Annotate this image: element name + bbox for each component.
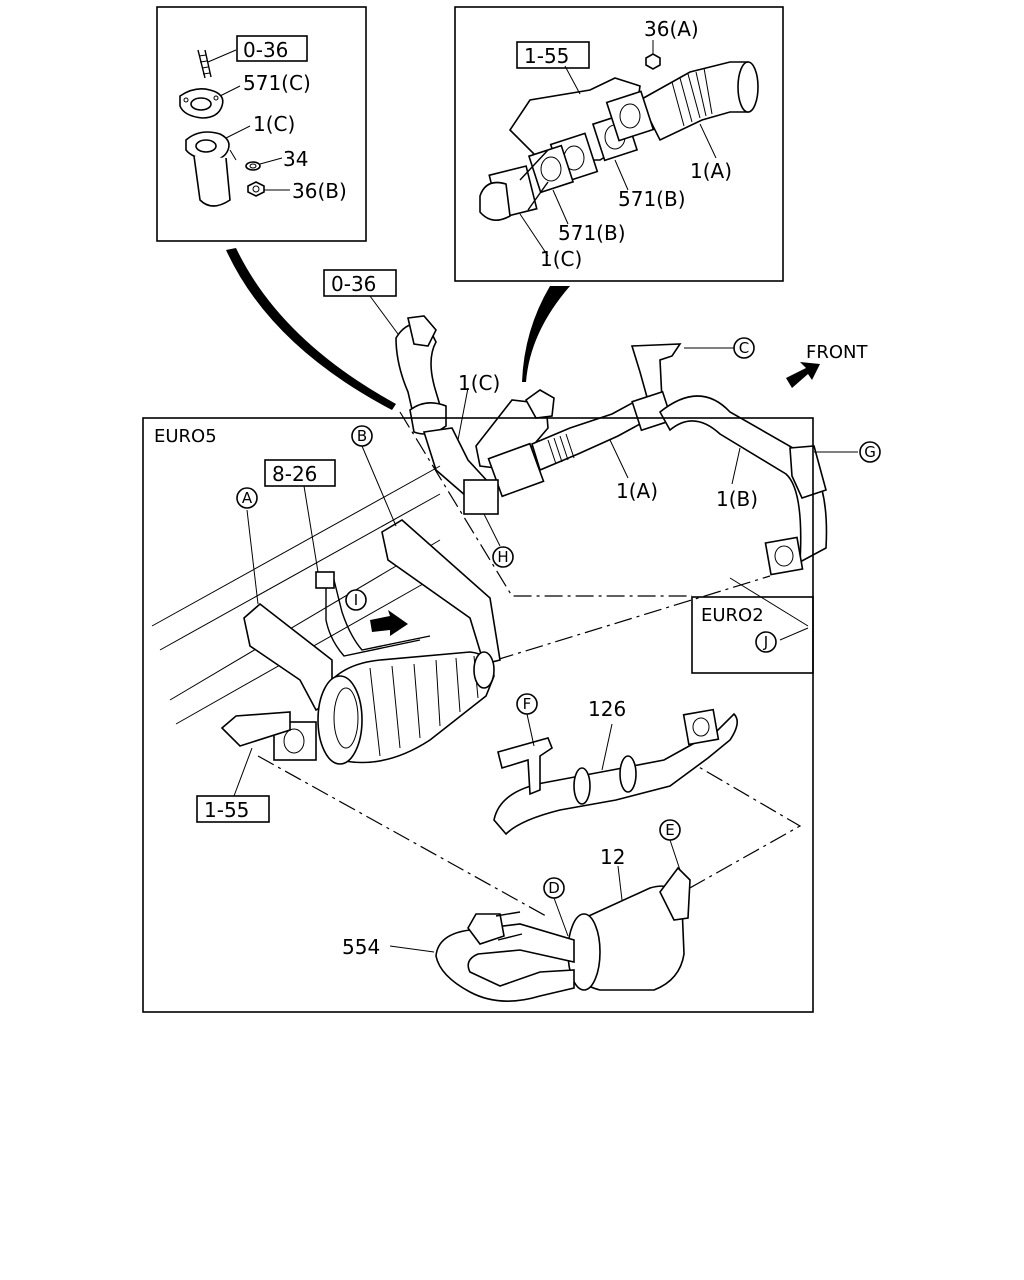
inset-top-left: 0-36 571(C) 1(C): [156, 6, 367, 242]
inlet-flange-part: [273, 721, 317, 761]
connector-swoosh-left: [226, 248, 396, 410]
gasket-571c-part: [179, 85, 241, 119]
label-nut-36b: 36(B): [292, 179, 347, 203]
euro2-section: EURO2: [691, 577, 814, 674]
label-part-126: 126: [588, 697, 626, 721]
label-ref-8-26: 8-26: [272, 462, 317, 486]
label-pipe-1a-top: 1(A): [690, 159, 732, 183]
svg-text:C: C: [739, 339, 749, 357]
svg-text:E: E: [665, 821, 674, 839]
ref-box-0-36-top: [236, 35, 308, 62]
label-pipe-1c-main: 1(C): [458, 371, 500, 395]
bracket-f-part: [497, 737, 553, 796]
pipe-1c-inset-right: [479, 149, 549, 257]
label-part-12: 12: [600, 845, 625, 869]
tailpipe-554-part: [435, 911, 575, 1002]
euro5-section: EURO5 8-26: [142, 417, 814, 1013]
ref-box-8-26: [264, 459, 336, 487]
label-nut-36a: 36(A): [644, 17, 699, 41]
callout-b: B: [351, 425, 373, 447]
svg-text:I: I: [354, 591, 358, 609]
svg-text:H: H: [497, 548, 508, 566]
hanger-c-part: [630, 343, 682, 410]
label-gasket-571c: 571(C): [243, 71, 311, 95]
washer-34-part: [229, 149, 283, 171]
label-pipe-1a-main: 1(A): [616, 479, 658, 503]
label-euro2: EURO2: [701, 605, 764, 626]
label-pipe-1c-top: 1(C): [253, 112, 295, 136]
euro5-frame: [142, 417, 814, 1013]
connector-swoosh-right: [522, 286, 570, 382]
leader-dash-12: [671, 755, 802, 899]
stud-part: [197, 49, 237, 79]
sensor-part: [315, 571, 431, 657]
outlet-flange-part: [764, 536, 804, 576]
flange-stack: [527, 90, 655, 225]
callout-j: J: [755, 631, 777, 653]
leader-dash-554: [257, 755, 547, 917]
callout-d: D: [543, 877, 565, 899]
svg-text:J: J: [763, 633, 768, 651]
hanger-g-part: [789, 445, 827, 499]
label-washer-34: 34: [283, 147, 308, 171]
svg-text:G: G: [864, 443, 876, 461]
label-ref-0-36-main: 0-36: [331, 272, 376, 296]
svg-text:D: D: [548, 879, 560, 897]
leader-dash-outlet: [495, 575, 771, 661]
front-arrow-icon: [786, 362, 820, 388]
svg-text:A: A: [242, 489, 253, 507]
inset-frame-right: [454, 6, 784, 282]
label-front: FRONT: [806, 342, 868, 363]
callouts: A B C D E F G H: [236, 337, 881, 899]
svg-text:B: B: [357, 427, 367, 445]
label-ref-1-55-bottom: 1-55: [204, 798, 249, 822]
callout-c: C: [733, 337, 755, 359]
flex-bellows-lines: [547, 433, 575, 465]
svg-text:F: F: [523, 695, 532, 713]
label-part-554: 554: [342, 935, 380, 959]
callout-e: E: [659, 819, 681, 841]
callout-a: A: [236, 487, 258, 509]
ref-box-1-55-top: [516, 41, 590, 69]
flow-arrow-icon: [370, 610, 408, 636]
ref-box-1-55-bottom: [196, 795, 270, 823]
pipe-1c-inset-part: [185, 125, 251, 207]
label-ref-1-55-top: 1-55: [524, 44, 569, 68]
pipe-126-part: [493, 708, 738, 836]
callout-f: F: [516, 693, 538, 715]
flange-joint-main: [487, 442, 545, 498]
dpf-converter-part: [317, 651, 495, 765]
callout-h: H: [483, 513, 514, 568]
euro2-frame: [691, 596, 814, 674]
nut-36b-part: [247, 181, 290, 197]
label-gasket-571b-b: 571(B): [558, 221, 626, 245]
silencer-12-part: [567, 866, 691, 991]
callout-g: G: [859, 441, 881, 463]
inset-frame-left: [156, 6, 367, 242]
callout-i: I: [345, 589, 367, 611]
bracket-h-part: [463, 479, 499, 515]
inset-top-right: 1-55 36(A) 1(A): [454, 6, 784, 282]
label-ref-0-36-top: 0-36: [243, 38, 288, 62]
flex-pipe-1a-inset: [638, 61, 759, 159]
inlet-bracket-part: [220, 711, 291, 747]
label-euro5: EURO5: [154, 426, 217, 447]
label-pipe-1c-inset: 1(C): [540, 247, 582, 271]
nut-36a-part: [645, 53, 661, 70]
bracket-a-part: [243, 602, 333, 712]
label-gasket-571b-a: 571(B): [618, 187, 686, 211]
label-pipe-1b-main: 1(B): [716, 487, 758, 511]
ref-box-0-36-main: [323, 269, 397, 297]
leader-dash-euro2: [399, 411, 692, 597]
